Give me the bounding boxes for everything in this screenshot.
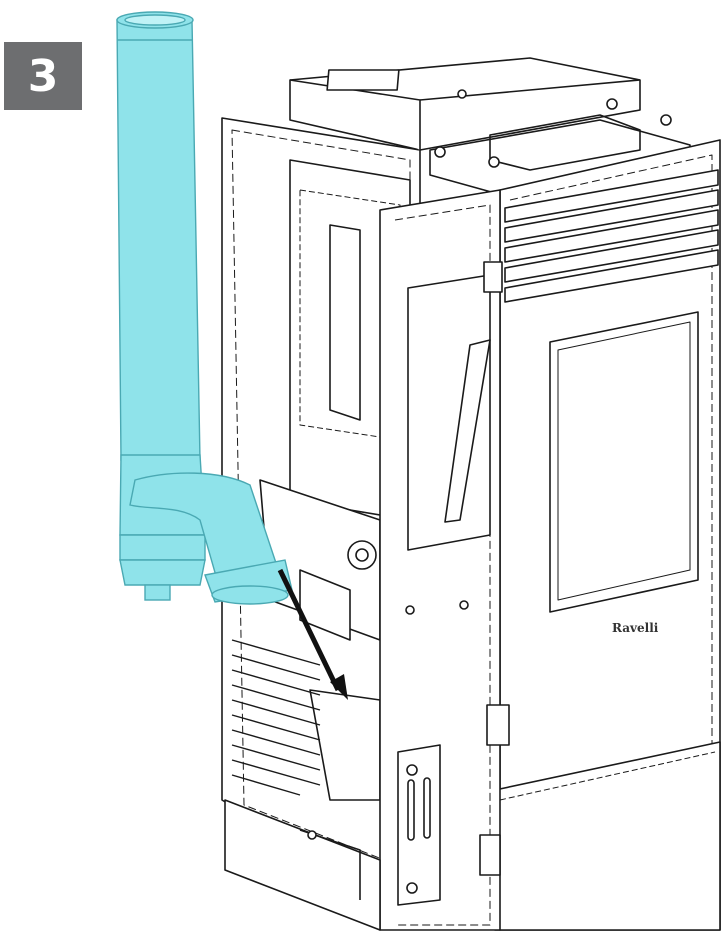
- top-control-box: [289, 57, 691, 201]
- hinge-brackets: [479, 261, 510, 876]
- central-frame: [379, 189, 501, 931]
- adjustment-bracket: [397, 744, 441, 906]
- glass-door: [549, 311, 699, 613]
- ventilation-slots: [231, 639, 321, 796]
- step-number-badge: 3: [4, 42, 82, 110]
- top-grille: [504, 169, 719, 303]
- direction-arrow-icon: [277, 568, 348, 700]
- brand-label: Ravelli: [612, 621, 659, 635]
- base-plate: [224, 799, 381, 931]
